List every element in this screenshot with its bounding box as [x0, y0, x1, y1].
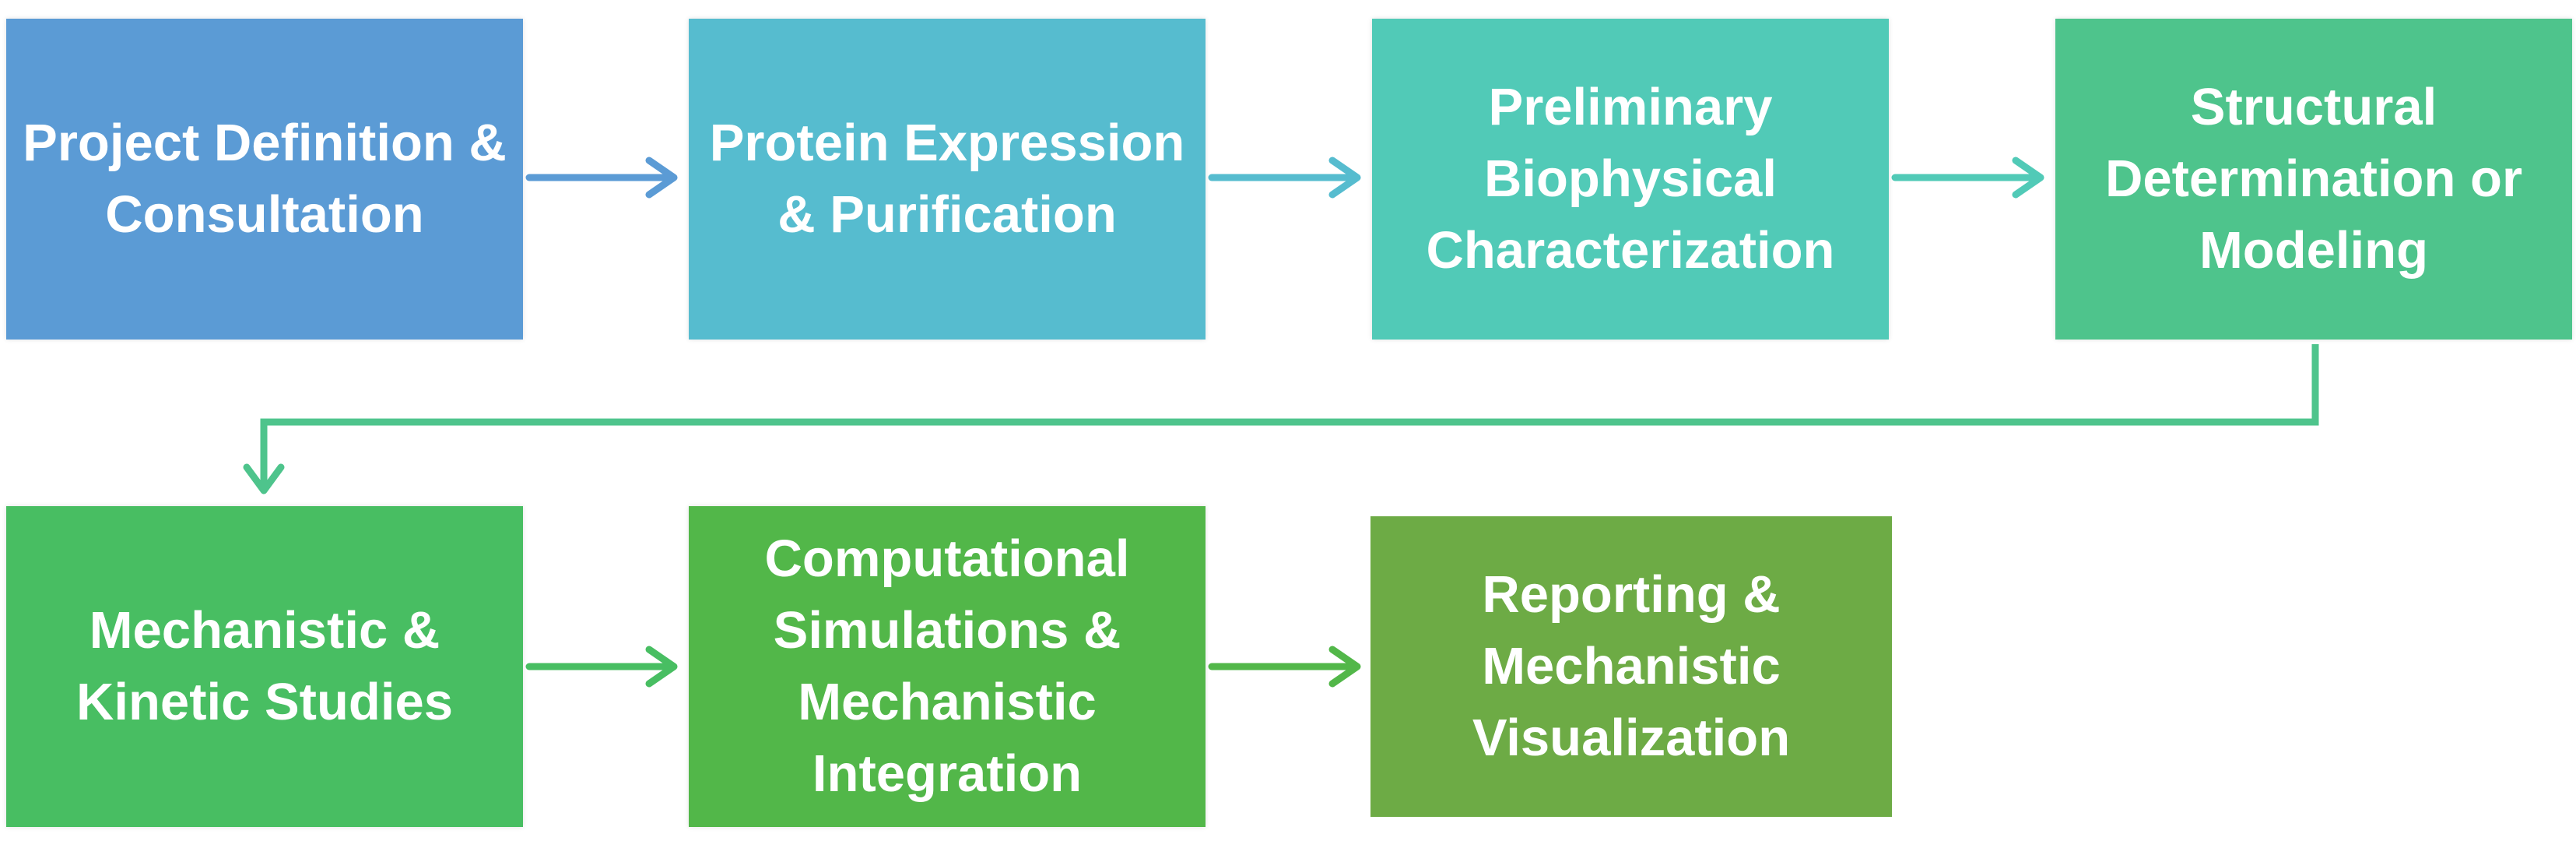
step-box-preliminary-biophysical: Preliminary Biophysical Characterization — [1372, 19, 1889, 340]
arrow-step1-to-step2 — [525, 157, 678, 199]
step-box-computational-simulations: Computational Simulations & Mechanistic … — [689, 506, 1206, 827]
arrow-step3-to-step4 — [1891, 157, 2044, 199]
arrow-step2-to-step3 — [1208, 157, 1361, 199]
step-box-project-definition: Project Definition & Consultation — [6, 19, 523, 340]
step-label: Protein Expression & Purification — [709, 114, 1185, 244]
step-box-reporting-visualization: Reporting & Mechanistic Visualization — [1370, 516, 1892, 817]
step-label: Computational Simulations & Mechanistic … — [764, 530, 1130, 803]
step-box-structural-determination: Structural Determination or Modeling — [2055, 19, 2572, 340]
connector-step4-to-step5 — [243, 344, 2319, 494]
step-label: Preliminary Biophysical Characterization — [1426, 78, 1835, 280]
step-label: Mechanistic & Kinetic Studies — [76, 601, 453, 731]
step-label: Structural Determination or Modeling — [2104, 78, 2523, 280]
arrow-step6-to-step7 — [1208, 646, 1361, 688]
step-box-protein-expression: Protein Expression & Purification — [689, 19, 1206, 340]
step-box-mechanistic-kinetic: Mechanistic & Kinetic Studies — [6, 506, 523, 827]
step-label: Reporting & Mechanistic Visualization — [1472, 565, 1791, 767]
step-label: Project Definition & Consultation — [23, 114, 507, 244]
arrow-step5-to-step6 — [525, 646, 678, 688]
